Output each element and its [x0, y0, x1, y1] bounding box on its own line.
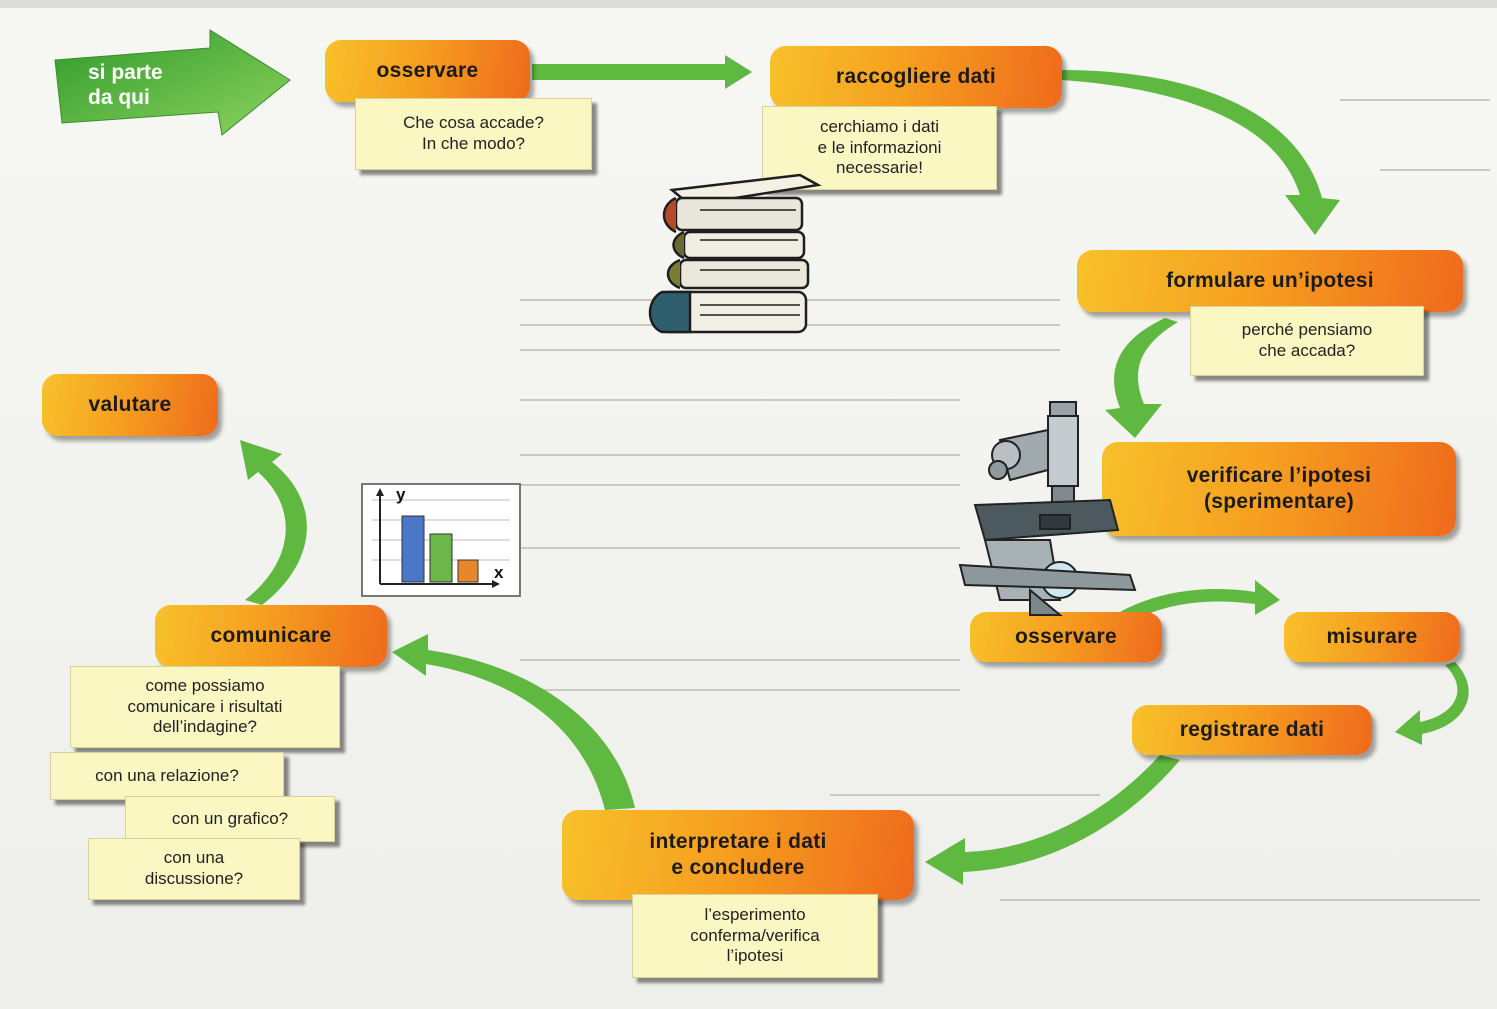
step-formulare-ipotesi: formulare un’ipotesi — [1077, 250, 1463, 312]
note-interpretare-line3: l’ipotesi — [726, 946, 784, 966]
note-osservare-line1: Che cosa accade? — [403, 113, 544, 133]
step-comunicare: comunicare — [155, 605, 387, 667]
step-interpretare-line2: e concludere — [671, 856, 805, 879]
step-registrare-dati: registrare dati — [1132, 705, 1372, 755]
start-arrow — [54, 29, 291, 136]
step-osservare-2: osservare — [970, 612, 1162, 662]
note-relazione-text: con una relazione? — [95, 765, 239, 785]
note-formulare-line1: perché pensiamo — [1241, 320, 1373, 340]
note-interpretare-line1: l’esperimento — [704, 904, 806, 924]
step-registrare-label: registrare dati — [1179, 717, 1325, 741]
note-raccogliere-line2: e le informazioni — [817, 137, 942, 157]
step-verificare-line1: verificare l’ipotesi — [1186, 463, 1372, 487]
step-valutare-label: valutare — [88, 392, 172, 416]
arrow-registrare-interpretare — [925, 755, 1180, 885]
start-label: si parte da qui — [88, 60, 163, 110]
note-raccogliere-line3: necessarie! — [836, 158, 923, 178]
arrow-osservare-misurare — [1120, 580, 1280, 622]
top-border — [0, 0, 1497, 8]
step-osservare-label: osservare — [376, 58, 479, 82]
step-misurare-label: misurare — [1326, 624, 1418, 648]
note-interpretare: l’esperimento conferma/verifica l’ipotes… — [632, 894, 878, 978]
note-comunicare-line2: comunicare i risultati — [127, 696, 283, 716]
step-raccogliere-label: raccogliere dati — [835, 64, 997, 88]
note-interpretare-line2: conferma/verifica — [690, 925, 820, 945]
note-raccogliere: cerchiamo i dati e le informazioni neces… — [762, 106, 997, 190]
step-interpretare-line1: interpretare i dati — [649, 829, 827, 853]
note-osservare: Che cosa accade? In che modo? — [355, 98, 592, 170]
step-osservare: osservare — [325, 40, 530, 102]
note-osservare-line2: In che modo? — [421, 134, 525, 153]
step-valutare: valutare — [42, 374, 218, 436]
note-grafico-text: con un grafico? — [171, 808, 289, 828]
note-formulare: perché pensiamo che accada? — [1190, 306, 1424, 376]
note-grafico: con un grafico? — [125, 796, 335, 842]
step-comunicare-label: comunicare — [210, 623, 332, 647]
step-misurare: misurare — [1284, 612, 1460, 662]
note-comunicare-line3: dell’indagine? — [153, 717, 257, 737]
note-discussione-line2: discussione? — [144, 869, 244, 888]
step-osservare-2-label: osservare — [1015, 624, 1117, 648]
note-discussione-line1: con una — [163, 848, 225, 868]
arrow-osservare-raccogliere — [532, 55, 752, 89]
note-relazione: con una relazione? — [50, 752, 284, 800]
arrow-interpretare-comunicare — [392, 634, 635, 810]
arrow-raccogliere-formulare — [1062, 70, 1340, 235]
note-comunicare-line1: come possiamo — [145, 675, 265, 695]
arrow-comunicare-valutare — [240, 440, 307, 605]
step-verificare-ipotesi: verificare l’ipotesi (sperimentare) — [1102, 442, 1456, 536]
start-label-line1: si parte — [88, 61, 163, 84]
step-formulare-label: formulare un’ipotesi — [1166, 268, 1374, 292]
step-interpretare: interpretare i dati e concludere — [562, 810, 914, 900]
step-raccogliere-dati: raccogliere dati — [770, 46, 1062, 108]
note-comunicare: come possiamo comunicare i risultati del… — [70, 666, 340, 748]
start-label-line2: da qui — [88, 86, 150, 110]
arrow-misurare-registrare — [1395, 662, 1469, 745]
note-formulare-line2: che accada? — [1258, 341, 1356, 360]
note-discussione: con una discussione? — [88, 838, 300, 900]
step-verificare-line2: (sperimentare) — [1203, 490, 1355, 513]
note-raccogliere-line1: cerchiamo i dati — [819, 116, 940, 136]
arrow-formulare-verificare — [1105, 318, 1178, 438]
